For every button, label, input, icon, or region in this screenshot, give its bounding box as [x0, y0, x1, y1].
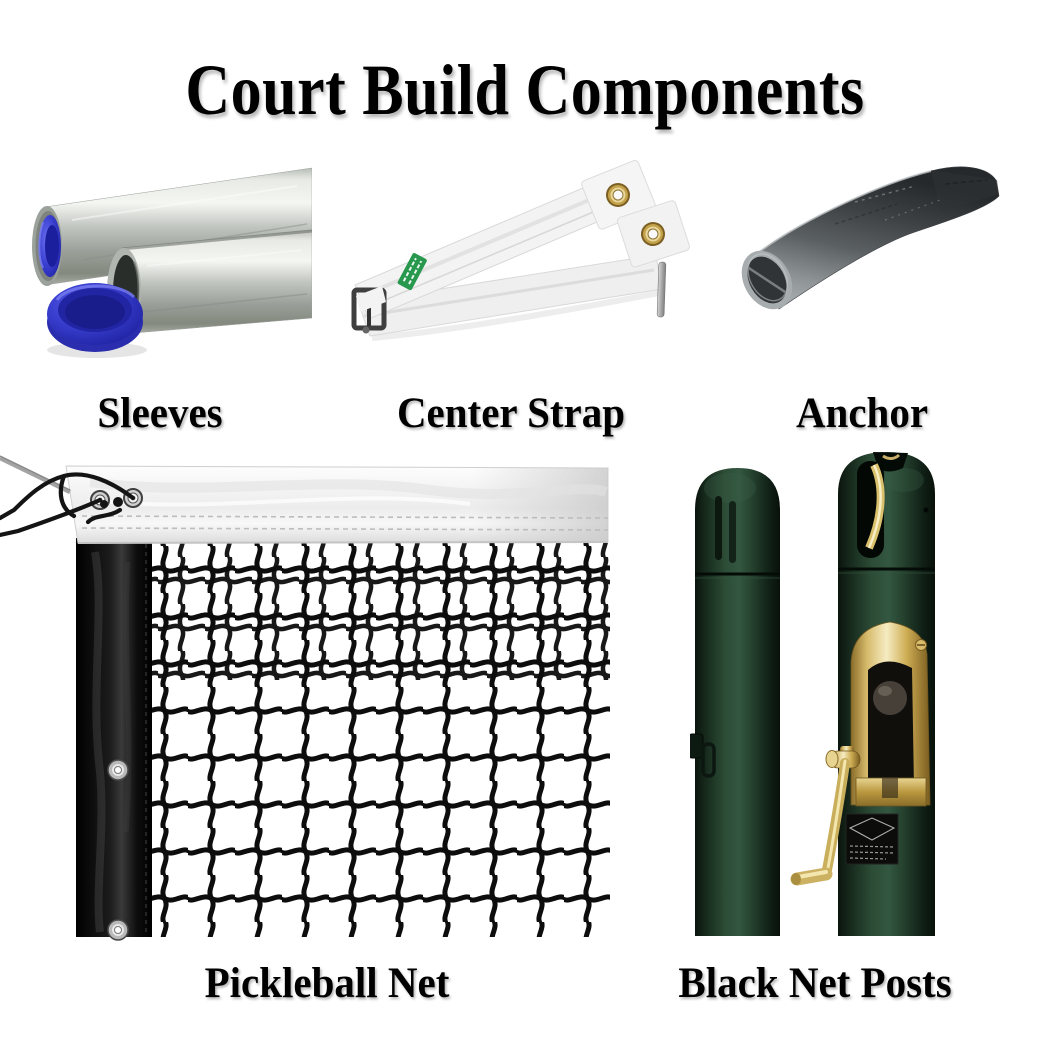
post-spec-label: [845, 813, 899, 865]
anchor-mouth: [741, 250, 793, 310]
anchor-illustration: [741, 166, 1000, 310]
anchor-blade: [931, 170, 999, 212]
net-mesh-doubled: [140, 540, 610, 680]
caption-sleeves: Sleeves: [97, 387, 223, 437]
net-cable: [0, 455, 71, 495]
lacing-cord: [0, 472, 136, 538]
caption-pickleball-net: Pickleball Net: [204, 957, 450, 1007]
caption-center-strap: Center Strap: [396, 387, 626, 437]
net-side-band: [76, 538, 152, 941]
crank-handle: [790, 746, 861, 886]
band-grommet: [107, 919, 129, 941]
post-side-latch: [688, 733, 716, 778]
band-grommet: [107, 759, 129, 781]
page-title: Court Build Components: [185, 51, 865, 131]
strap-buckle: [351, 286, 387, 334]
anchor-photo: [735, 142, 1005, 317]
strap-grommet-tab-2: [616, 200, 690, 268]
net-illustration: [0, 455, 610, 941]
caption-black-net-posts: Black Net Posts: [678, 957, 952, 1007]
center-strap-illustration: [351, 159, 690, 341]
center-strap-photo: [342, 152, 692, 347]
net-top-tape: [65, 465, 609, 544]
net-posts-photo: [688, 448, 940, 938]
net-post-plain: [688, 468, 780, 936]
caption-anchor: Anchor: [795, 387, 929, 437]
sleeves-photo: [12, 162, 313, 377]
brand-tag: [397, 253, 427, 291]
strap-end-rod: [656, 261, 667, 318]
brass-ratchet: [850, 621, 931, 807]
net-post-with-crank: [790, 452, 935, 936]
pickleball-net-photo: [0, 452, 610, 952]
net-posts-illustration: [688, 452, 935, 936]
post-top-notch: [873, 452, 908, 472]
loose-blue-cap: [47, 283, 143, 352]
sleeves-illustration: [32, 167, 313, 358]
